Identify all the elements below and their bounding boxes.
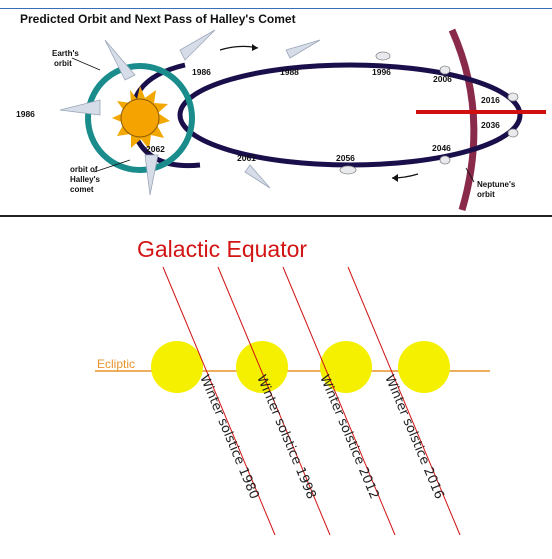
- halley-orbit-label-1: orbit of: [70, 165, 98, 174]
- sun-2012: [320, 341, 372, 393]
- year-1986-left: 1986: [16, 109, 35, 119]
- comet-1996-icon: [375, 51, 391, 61]
- comet-1986-left-icon: [59, 99, 101, 116]
- comet-2062-icon: [144, 154, 159, 196]
- comet-2056-icon: [339, 165, 357, 175]
- comet-2016-icon: [507, 92, 519, 102]
- year-2036: 2036: [481, 120, 500, 130]
- solstice-label-1998: Winter solstice 1998: [253, 373, 318, 502]
- galactic-equator-diagram: Galactic Equator Ecliptic Winter solstic…: [95, 236, 490, 536]
- comet-1986-icon: [179, 29, 216, 61]
- comet-1988-icon: [285, 39, 321, 59]
- year-2046: 2046: [432, 143, 451, 153]
- panel-divider: [0, 215, 552, 217]
- year-2056: 2056: [336, 153, 355, 163]
- earth-orbit-circle: [85, 63, 195, 173]
- galactic-equator-title: Galactic Equator: [137, 236, 307, 262]
- neptune-orbit-leader: [465, 167, 475, 183]
- earths-orbit-label-1: Earth's: [52, 49, 79, 58]
- year-2062: 2062: [146, 144, 165, 154]
- halley-orbit-label-2: Halley's: [70, 175, 100, 184]
- arrowhead-bottom-icon: [392, 174, 398, 182]
- ecliptic-label: Ecliptic: [97, 357, 135, 371]
- year-2061: 2061: [237, 153, 256, 163]
- comet-2006-icon: [439, 65, 451, 75]
- year-1988: 1988: [280, 67, 299, 77]
- sun-1998: [236, 341, 288, 393]
- halley-orbit-ellipse: [177, 62, 523, 168]
- comet-2046-icon: [439, 155, 451, 165]
- year-1986: 1986: [192, 67, 211, 77]
- earth-orbit-leader: [71, 57, 101, 71]
- sun-2016: [398, 341, 450, 393]
- year-1996: 1996: [372, 67, 391, 77]
- sun-1980: [151, 341, 203, 393]
- galactic-equator-panel: Galactic Equator Ecliptic Winter solstic…: [0, 217, 552, 559]
- halley-orbit-panel: Predicted Orbit and Next Pass of Halley'…: [0, 0, 552, 217]
- galactic-line-1998: [217, 266, 331, 536]
- galactic-line-2012: [282, 266, 396, 536]
- galactic-line-2016: [347, 266, 461, 536]
- solstice-label-2016: Winter solstice 2016: [381, 373, 446, 502]
- earths-orbit-label-2: orbit: [54, 59, 72, 68]
- halley-orbit-leader: [93, 159, 131, 173]
- top-divider: [0, 8, 552, 9]
- year-2016: 2016: [481, 95, 500, 105]
- sun-icon: [112, 86, 170, 149]
- comet-2061-icon: [244, 164, 271, 189]
- galactic-line-1980: [162, 266, 276, 536]
- halley-orbit-diagram: Earth's orbit orbit of Halley's comet Ne…: [16, 28, 546, 211]
- neptune-orbit-label-1: Neptune's: [477, 180, 516, 189]
- solstice-label-1980: Winter solstice 1980: [196, 373, 261, 502]
- comet-2036-icon: [507, 128, 519, 138]
- halley-orbit-label-3: comet: [70, 185, 94, 194]
- neptune-orbit-arc: [448, 28, 478, 211]
- halley-diagram-title: Predicted Orbit and Next Pass of Halley'…: [20, 12, 296, 26]
- comet-earth-icon: [104, 39, 136, 81]
- neptune-orbit-label-2: orbit: [477, 190, 495, 199]
- year-2006: 2006: [433, 74, 452, 84]
- arrowhead-top-icon: [252, 44, 258, 51]
